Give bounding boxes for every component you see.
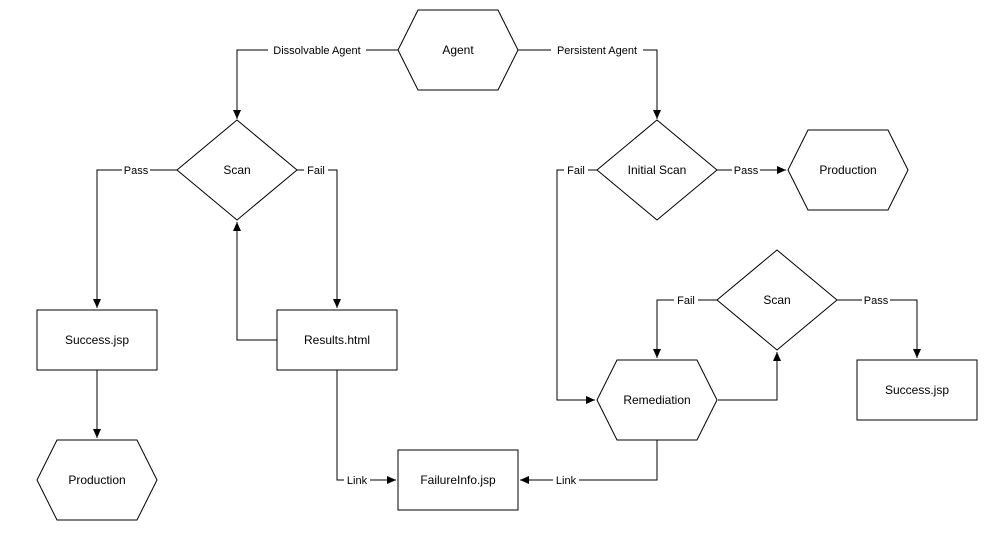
edge-results-to-scan <box>233 222 277 341</box>
edge-label-bg-pass-scan-right <box>862 293 890 307</box>
scan-decision-left-label: Scan <box>223 163 250 177</box>
edge-scan-right-to-remediation <box>653 299 717 358</box>
agent-node[interactable] <box>397 9 519 91</box>
results-html-label: Results.html <box>304 333 370 347</box>
success-jsp-right-label: Success.jsp <box>885 383 949 397</box>
edge-remediation-to-scan <box>718 352 781 401</box>
production-right-node[interactable] <box>787 129 909 211</box>
edge-label-bg-pass-initial <box>732 163 760 177</box>
edge-label-bg-fail-scan-right <box>674 293 698 307</box>
initial-scan-decision-label: Initial Scan <box>628 163 687 177</box>
edge-label-bg-persistent <box>551 43 643 57</box>
edge-scan-to-success-left <box>93 169 177 308</box>
results-html-node[interactable] <box>276 309 398 371</box>
production-right-label: Production <box>819 163 876 177</box>
edge-label-persistent-agent: Persistent Agent <box>557 45 637 57</box>
edge-label-link-left: Link <box>347 475 368 487</box>
success-jsp-left-node[interactable] <box>36 309 158 371</box>
edge-label-bg-link-left <box>344 473 370 487</box>
edge-label-dissolvable-agent: Dissolvable Agent <box>273 45 360 57</box>
production-left-label: Production <box>68 473 125 487</box>
edge-initial-scan-to-remediation <box>556 169 597 404</box>
edge-remediation-to-failureinfo <box>520 440 658 484</box>
edge-scan-to-results <box>297 169 341 308</box>
agent-node-label: Agent <box>442 43 474 57</box>
edge-scan-right-to-success <box>837 299 921 358</box>
edge-label-bg-pass-left <box>122 163 150 177</box>
failureinfo-jsp-label: FailureInfo.jsp <box>420 473 496 487</box>
edge-agent-to-scan <box>233 49 398 119</box>
edge-label-pass-scan-right: Pass <box>864 295 889 307</box>
initial-scan-decision[interactable] <box>596 119 718 221</box>
remediation-node[interactable] <box>596 359 718 441</box>
success-jsp-left-label: Success.jsp <box>65 333 129 347</box>
edge-label-pass-left: Pass <box>124 165 149 177</box>
edge-label-link-right: Link <box>556 475 577 487</box>
scan-decision-left[interactable] <box>176 119 298 221</box>
scan-decision-right[interactable] <box>716 249 838 351</box>
edge-label-bg-link-right <box>553 473 579 487</box>
edge-results-to-failureinfo <box>336 370 396 484</box>
edge-label-fail-scan-right: Fail <box>677 295 695 307</box>
failureinfo-jsp-node[interactable] <box>397 449 519 511</box>
edge-label-fail-initial: Fail <box>567 165 585 177</box>
remediation-label: Remediation <box>623 393 690 407</box>
success-jsp-right-node[interactable] <box>856 359 978 421</box>
edge-label-pass-initial: Pass <box>734 165 759 177</box>
scan-decision-right-label: Scan <box>763 293 790 307</box>
edge-label-bg-fail-initial <box>564 163 588 177</box>
edge-label-bg-dissolvable <box>268 43 366 57</box>
edge-label-bg-fail-left <box>304 163 328 177</box>
production-left-node[interactable] <box>36 439 158 521</box>
edge-label-fail-left: Fail <box>307 165 325 177</box>
edge-agent-to-initial-scan <box>518 49 661 119</box>
